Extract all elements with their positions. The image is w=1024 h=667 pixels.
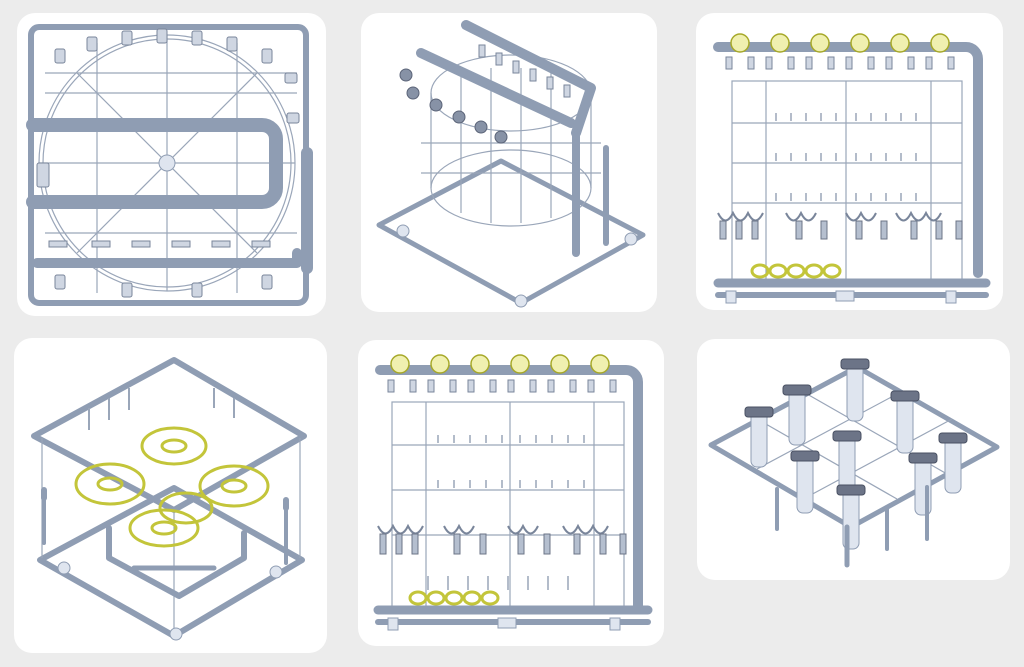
gallery-card-3[interactable] (696, 13, 1003, 310)
gallery-card-5[interactable] (358, 340, 664, 646)
filter-housing-rack-isometric-view-icon (708, 358, 1000, 568)
gallery-card-6[interactable] (697, 339, 1010, 580)
gallery-card-2[interactable] (361, 13, 657, 312)
rack-with-manifold-front-view-icon (713, 33, 991, 304)
rack-with-coil-rings-isometric-view-icon (31, 357, 307, 641)
circular-rack-frame-front-view-icon (26, 24, 313, 306)
circular-rack-frame-isometric-view-icon (376, 20, 646, 308)
gallery-card-4[interactable] (14, 338, 327, 653)
gallery-card-1[interactable] (17, 13, 326, 316)
rack-with-manifold-front-view-alt-icon (373, 354, 653, 631)
